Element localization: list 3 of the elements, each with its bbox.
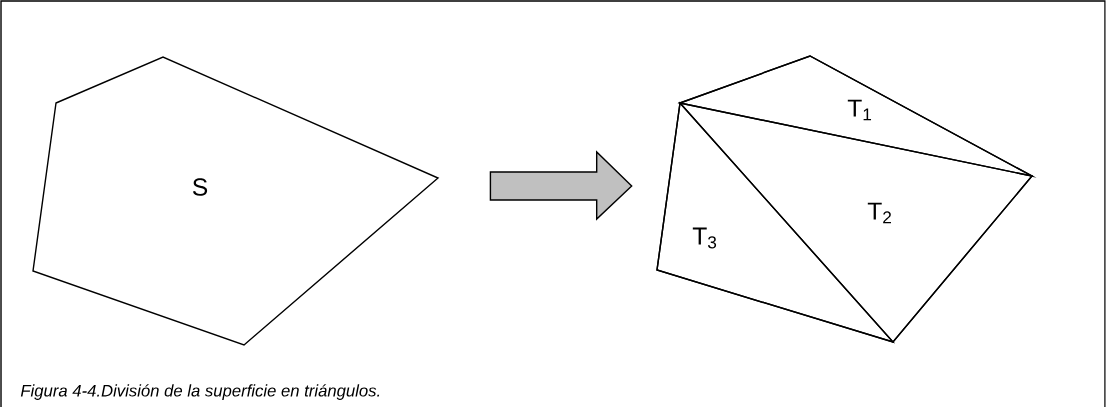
pentagon: S [32, 56, 440, 346]
caption: Figura 4-4.División de la superficie en triángulos. [20, 384, 380, 400]
block-arrow [489, 150, 633, 221]
